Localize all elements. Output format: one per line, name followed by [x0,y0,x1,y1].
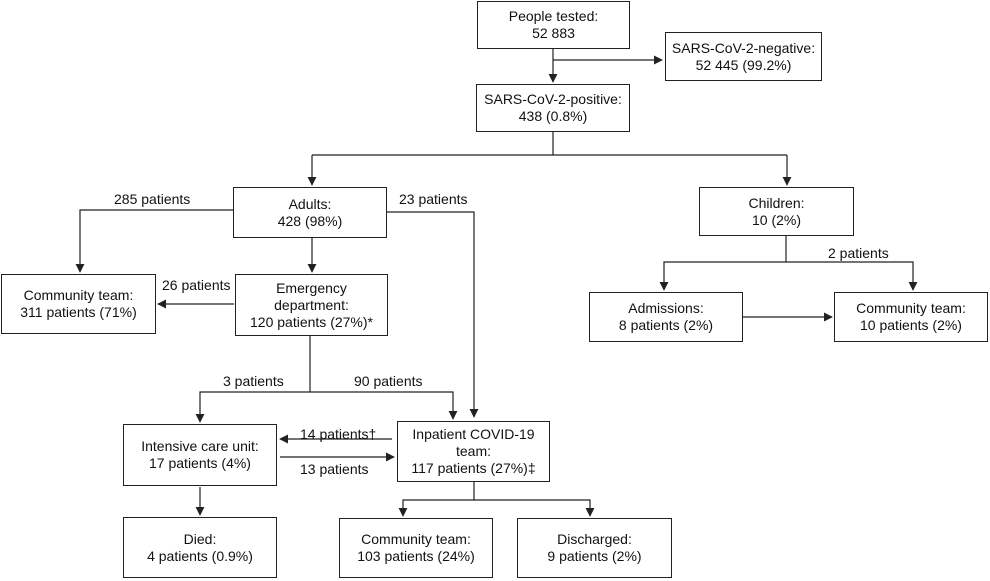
node-label-line: Emergency [276,279,347,296]
node-label-line: Adults: [288,195,332,212]
node-sars-cov-2-positive: SARS-CoV-2-positive: 438 (0.8%) [476,84,630,132]
node-label-line: Inpatient COVID-19 [412,426,535,442]
node-label-line: People tested: [508,8,599,24]
edge-label-adults-to-inpatient: 23 patients [399,191,468,207]
node-label-line: 17 patients (4%) [149,455,251,471]
arrow-inpatient-to-discharged [474,499,595,517]
node-children: Children: 10 (2%) [699,187,854,236]
node-label-line: 8 patients (2%) [618,317,714,333]
node-label-line: 52 445 (99.2%) [695,56,792,73]
node-label-line: Community team: [361,531,471,547]
edge-label-icu-to-inpatient: 13 patients [300,461,369,477]
node-label-line: 120 patients (27%)* [250,313,373,330]
arrow-adults-to-community [75,209,233,273]
node-label-line: 10 patients (2%) [860,317,962,333]
arrow-adults-to-inpatient [387,211,479,418]
node-label-line: 428 (98%) [277,212,343,229]
connector-positive-split [312,132,554,156]
node-community-team-adults: Community team: 311 patients (71%) [1,274,156,334]
arrow-ed-to-icu [195,391,310,423]
node-label-line: Intensive care unit: [141,438,259,454]
node-label-line: 103 patients (24%) [357,548,475,564]
node-label-line: Died: [183,530,217,547]
node-label-line: SARS-CoV-2-negative: [671,39,816,56]
node-sars-cov-2-negative: SARS-CoV-2-negative: 52 445 (99.2%) [665,32,822,81]
node-label-line: 117 patients (27%)‡ [411,460,536,476]
node-label-line: 438 (0.8%) [518,108,588,124]
node-label-line: 52 883 [532,25,575,41]
arrow-ed-to-inpatient [310,391,458,420]
node-adults: Adults: 428 (98%) [233,187,387,238]
node-emergency-department: Emergency department: 120 patients (27%)… [235,274,388,336]
node-community-team-children: Community team: 10 patients (2%) [834,292,988,342]
node-community-team-inpatient: Community team: 103 patients (24%) [339,518,493,578]
edge-label-adults-to-community: 285 patients [114,191,191,207]
edge-label-ed-to-inpatient: 90 patients [354,373,423,389]
node-label-line: 9 patients (2%) [547,548,642,564]
edge-label-children-to-community: 2 patients [828,245,889,261]
node-label-line: department: [274,296,349,313]
edge-label-ed-to-icu: 3 patients [223,373,284,389]
edge-label-ed-to-community: 26 patients [162,277,231,293]
node-inpatient-covid-team: Inpatient COVID-19 team: 117 patients (2… [397,421,550,482]
node-label-line: Community team: [23,287,134,303]
arrow-children-to-community [786,261,918,291]
node-intensive-care-unit: Intensive care unit: 17 patients (4%) [123,424,277,486]
edge-label-inpatient-to-icu: 14 patients† [300,426,377,442]
node-label-line: Children: [748,194,805,211]
node-label-line: Discharged: [557,531,632,547]
node-label-line: Admissions: [628,300,704,316]
node-people-tested: People tested: 52 883 [477,1,630,49]
node-died: Died: 4 patients (0.9%) [123,517,277,578]
node-label-line: SARS-CoV-2-positive: [484,91,622,107]
node-label-line: 311 patients (71%) [20,304,137,320]
node-label-line: 10 (2%) [751,211,802,228]
arrow-inpatient-to-community [398,499,474,517]
node-label-line: team: [455,443,491,459]
node-discharged: Discharged: 9 patients (2%) [517,518,672,578]
node-label-line: 4 patients (0.9%) [147,547,253,564]
node-admissions: Admissions: 8 patients (2%) [589,292,743,342]
arrow-children-to-admissions [659,261,786,291]
node-label-line: Community team: [856,300,966,316]
